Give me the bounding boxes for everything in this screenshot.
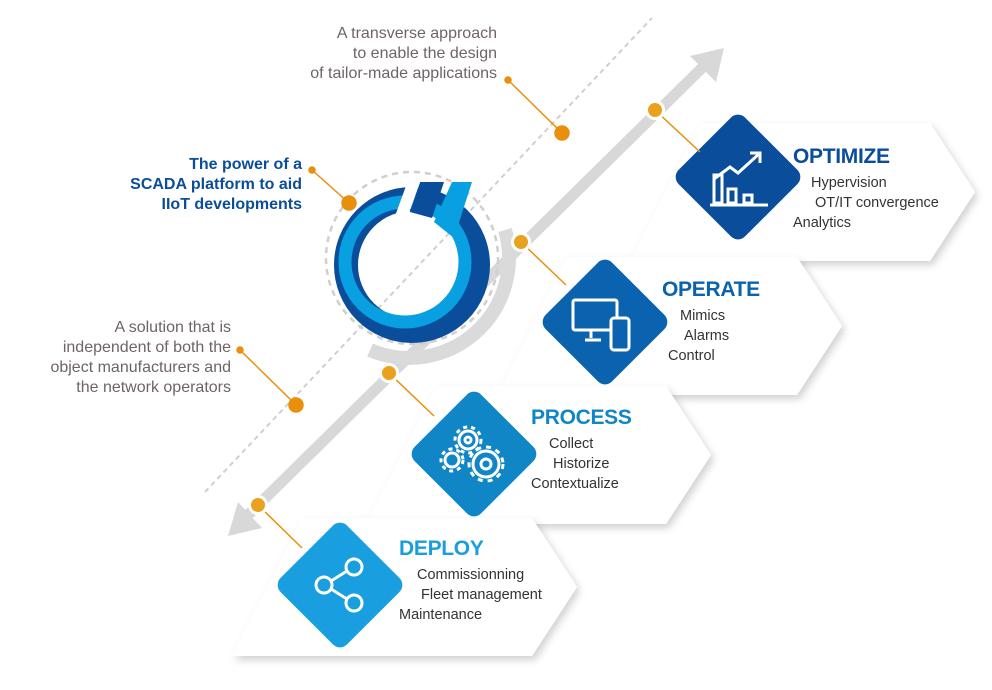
step-title: PROCESS	[531, 406, 632, 429]
chart-growth-icon	[710, 151, 768, 207]
step-diamond	[542, 259, 668, 385]
dashed-guide-line	[204, 17, 653, 493]
connectors	[236, 76, 701, 549]
note-line: the network operators	[76, 379, 231, 396]
devices-icon	[571, 298, 631, 352]
step-item: Alarms	[684, 328, 730, 344]
step-title: DEPLOY	[399, 537, 484, 560]
step-item: OT/IT convergence	[815, 195, 939, 211]
share-nodes-icon	[314, 557, 364, 613]
note-line: A solution that is	[114, 319, 231, 336]
step-item: Hypervision	[811, 175, 887, 191]
note-line: IIoT developments	[161, 196, 302, 213]
step-diamond	[277, 522, 403, 648]
logo	[324, 170, 516, 365]
step-item: Commissionning	[417, 567, 525, 583]
note-line: object manufacturers and	[50, 359, 231, 376]
gears-icon	[439, 425, 505, 483]
step-title: OPTIMIZE	[793, 145, 890, 168]
step-diamond	[675, 114, 801, 240]
step-item: Contextualize	[531, 476, 619, 492]
step-card-optimize	[630, 123, 975, 261]
step-item: Fleet management	[421, 587, 542, 603]
note-line: A transverse approach	[336, 25, 497, 42]
step-item: Mimics	[680, 308, 726, 324]
step-item: Analytics	[793, 215, 852, 231]
note-line: The power of a	[189, 156, 302, 173]
step-item: Maintenance	[399, 607, 483, 623]
step-item: Historize	[553, 456, 610, 472]
note-line: of tailor-made applications	[310, 65, 497, 82]
note-transverse: A transverse approach to enable the desi…	[310, 24, 497, 84]
note-line: to enable the design	[352, 45, 497, 62]
step-title: OPERATE	[662, 278, 760, 301]
note-line: SCADA platform to aid	[130, 176, 302, 193]
step-item: Control	[668, 348, 715, 364]
note-line: independent of both the	[62, 339, 231, 356]
note-scada-power: The power of a SCADA platform to aid IIo…	[130, 155, 302, 215]
timeline-dots	[248, 100, 665, 515]
note-independent: A solution that is independent of both t…	[50, 318, 231, 398]
step-item: Collect	[549, 436, 594, 452]
